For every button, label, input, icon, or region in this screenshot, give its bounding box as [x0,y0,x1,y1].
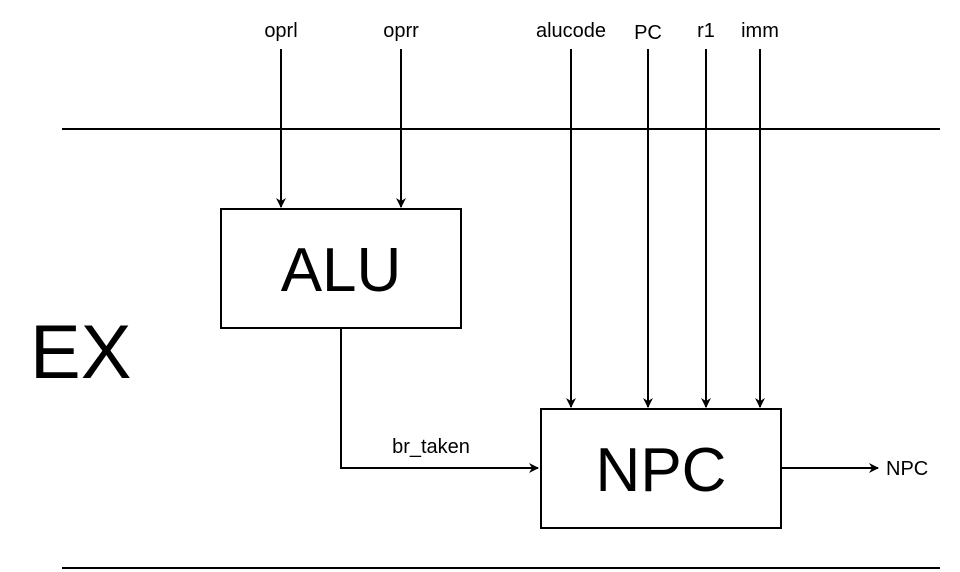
wire-br-taken [340,329,539,473]
alu-block-label: ALU [281,236,402,305]
stage-label: EX [30,310,131,395]
input-label-r1: r1 [697,20,715,42]
signal-label-npc-output: NPC [886,458,928,480]
input-label-pc: PC [634,22,662,44]
signal-label-br-taken: br_taken [392,436,470,458]
npc-block: NPC [540,408,782,529]
input-label-imm: imm [741,20,779,42]
alu-block: ALU [220,208,462,329]
npc-block-label: NPC [596,436,727,505]
input-label-oprr: oprr [383,20,419,42]
input-label-alucode: alucode [536,20,606,42]
input-label-oprl: oprl [264,20,297,42]
